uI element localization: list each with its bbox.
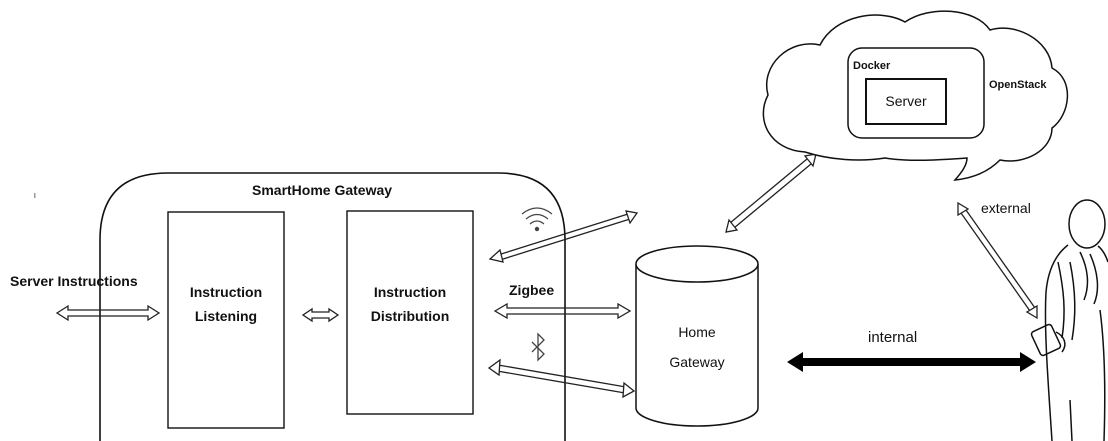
home-gateway-cylinder — [635, 245, 759, 427]
home-gateway-line2: Gateway — [669, 353, 725, 370]
zigbee-arrow — [493, 302, 632, 320]
server-instructions-arrow — [55, 304, 161, 322]
instruction-distribution-line2: Distribution — [370, 307, 450, 324]
server-instructions-label: Server Instructions — [10, 273, 138, 289]
server-label: Server — [885, 93, 927, 109]
zigbee-label: Zigbee — [509, 282, 555, 298]
instruction-listening-box — [167, 211, 285, 429]
docker-label: Docker — [853, 60, 891, 72]
external-arrow — [957, 201, 1038, 320]
gateway-cloud-arrow — [725, 153, 817, 233]
person-with-phone-icon — [1030, 199, 1108, 441]
bluetooth-arrow — [487, 358, 636, 399]
wifi-icon — [521, 207, 553, 232]
internal-label: internal — [868, 329, 918, 346]
instruction-distribution-line1: Instruction — [373, 284, 447, 300]
wifi-arrow — [488, 210, 639, 263]
instruction-distribution-box — [346, 210, 474, 415]
home-gateway-label: Home Gateway — [636, 324, 758, 371]
bluetooth-icon — [531, 332, 545, 362]
server-box — [865, 78, 947, 125]
internal-arrow — [787, 352, 1036, 372]
external-label: external — [981, 200, 1031, 216]
instruction-listening-line2: Listening — [194, 307, 258, 324]
openstack-label: OpenStack — [989, 79, 1047, 91]
stray-mark — [34, 193, 36, 198]
listening-distribution-arrow — [301, 307, 340, 323]
instruction-listening-label: Instruction Listening — [168, 284, 284, 325]
home-gateway-line1: Home — [678, 324, 716, 340]
smarthome-gateway-title: SmartHome Gateway — [252, 182, 393, 198]
instruction-listening-line1: Instruction — [189, 284, 263, 300]
instruction-distribution-label: Instruction Distribution — [347, 284, 473, 325]
